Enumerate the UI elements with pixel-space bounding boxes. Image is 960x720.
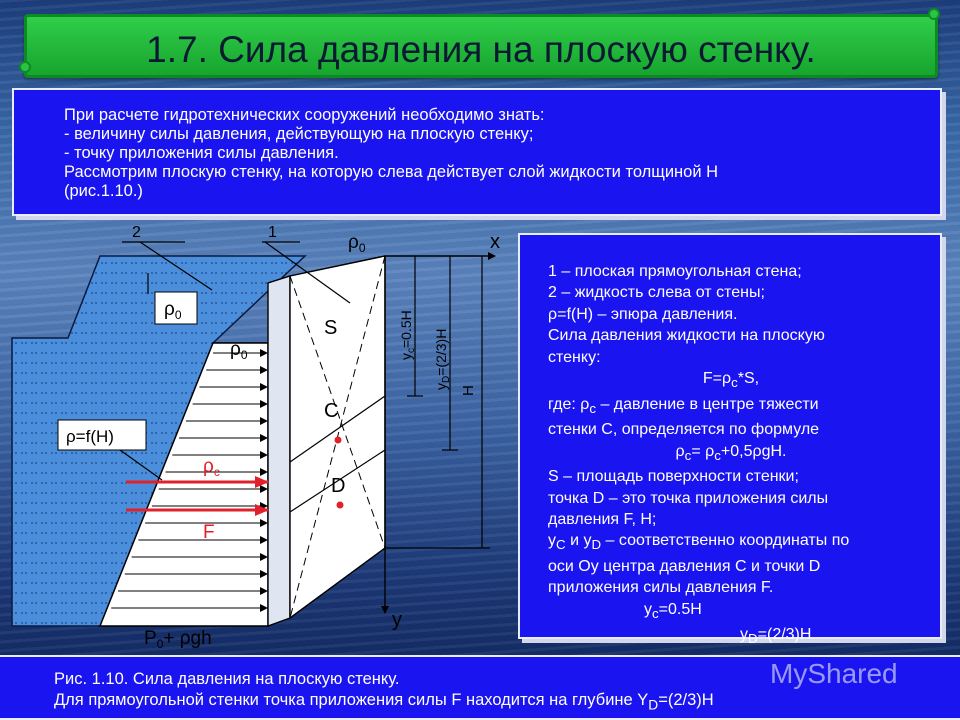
legend-formula-yc: ус=0.5H — [644, 600, 702, 622]
legend-line: стенку: — [548, 348, 601, 366]
label-rho-fh: ρ=f(H) — [66, 427, 114, 446]
legend-line: ρ=f(H) – эпюра давления. — [548, 305, 738, 323]
legend-line: уС и уD – соответственно координаты по — [548, 532, 850, 553]
intro-box: При расчете гидротехнических сооружений … — [12, 88, 942, 216]
wall-side-face — [267, 275, 291, 627]
label-rho0-top: ρ0 — [348, 232, 366, 255]
intro-line: При расчете гидротехнических сооружений … — [64, 106, 545, 124]
banner-knob-left — [19, 61, 31, 73]
label-rho-c: ρс — [203, 456, 220, 479]
wall-diagonal-1 — [289, 275, 386, 549]
label-rho0-box: ρ0 — [164, 299, 182, 322]
leader-2 — [139, 241, 213, 291]
intro-line: Рассмотрим плоскую стенку, на которую сл… — [64, 163, 719, 181]
intro-line: - величину силы давления, действующую на… — [64, 125, 534, 143]
leader-1 — [264, 241, 351, 304]
rho-fh-box — [57, 419, 147, 451]
caption-line: Для прямоугольной стенки точка приложени… — [54, 691, 714, 713]
label-yc-vertical: yc=0.5H — [398, 310, 417, 360]
caption-box: Рис. 1.10. Сила давления на плоскую стен… — [0, 655, 960, 720]
legend-line: точка D – это точка приложения силы — [548, 489, 829, 507]
point-d — [336, 501, 344, 509]
wall-line-d — [289, 449, 386, 513]
legend-line: 1 – плоская прямоугольная стена; — [548, 263, 802, 280]
label-2: 2 — [132, 224, 141, 241]
legend-line: давления F, H; — [548, 511, 657, 529]
figure-diagram: 2 1 ρ0 x y ρ0 ρ0 S C D ρ=f(H) ρс F P0+ ρ… — [11, 224, 500, 651]
caption-line: Рис. 1.10. Сила давления на плоскую стен… — [54, 670, 400, 688]
legend-line: приложения силы давления F. — [548, 579, 774, 597]
legend-line: где: ρс – давление в центре тяжести — [548, 395, 819, 416]
legend-box: 1 – плоская прямоугольная стена; 2 – жид… — [518, 233, 942, 647]
wall-line-c — [289, 395, 386, 463]
label-y-axis: y — [392, 609, 402, 631]
leader-rho-fh — [119, 449, 163, 481]
label-rho0-mid: ρ0 — [230, 339, 248, 362]
label-s: S — [324, 317, 337, 339]
page-title: 1.7. Сила давления на плоскую стенку. — [146, 29, 816, 70]
title-banner: 1.7. Сила давления на плоскую стенку. — [19, 8, 940, 78]
label-d: D — [331, 475, 345, 497]
label-yd-vertical: yD=(2/3)H — [433, 329, 452, 390]
banner-knob-right — [928, 8, 940, 20]
label-h-vertical: H — [460, 385, 477, 396]
label-1: 1 — [268, 224, 277, 241]
legend-formula-pc: ρс= ρс+0,5ρgH. — [675, 442, 787, 463]
point-c — [334, 436, 342, 444]
legend-line: S – площадь поверхности стенки; — [548, 468, 799, 486]
intro-line: - точку приложения силы давления. — [64, 144, 339, 162]
label-c: C — [324, 400, 338, 422]
legend-line: стенки С, определяется по формуле — [548, 421, 820, 439]
label-bottom-pressure: P0+ ρgh — [144, 628, 212, 651]
legend-line: 2 – жидкость слева от стены; — [548, 284, 765, 302]
legend-line: Сила давления жидкости на плоскую — [548, 327, 825, 345]
label-f: F — [203, 522, 215, 543]
watermark-logo: MyShared — [770, 658, 898, 689]
rho0-box — [154, 291, 198, 325]
legend-line: оси Оу центра давления С и точки D — [548, 558, 821, 576]
label-x-axis: x — [490, 231, 500, 253]
intro-line: (рис.1.10.) — [64, 182, 143, 200]
pressure-arrows — [111, 349, 268, 612]
legend-formula-yd: уD=(2/3)H — [740, 626, 812, 647]
legend-formula-f: F=ρс*S, — [702, 370, 760, 391]
